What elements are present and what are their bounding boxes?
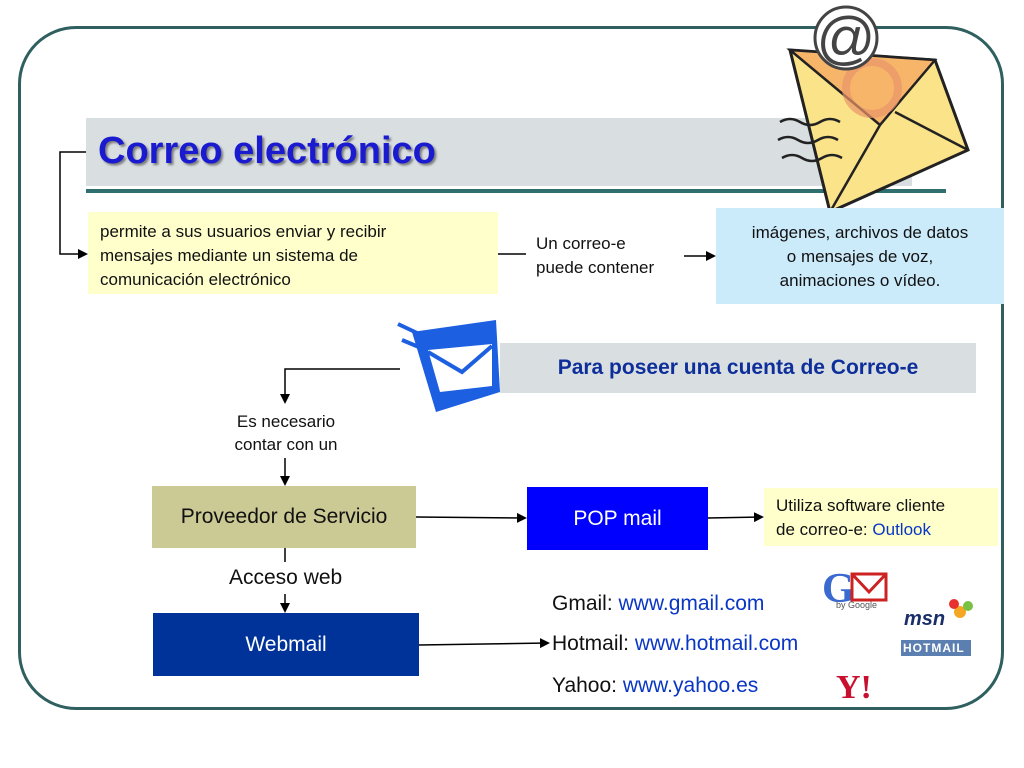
pop-to-note-arrow [707,512,764,523]
yahoo-row: Yahoo: www.yahoo.es [552,674,758,698]
contains-label-line-2: puede contener [536,258,655,277]
gmail-logo: G [822,566,888,612]
gmail-row: Gmail: www.gmail.com [552,592,764,616]
title-to-description-connector [59,151,88,259]
contents-line-2: o mensajes de voz, [786,247,934,266]
provider-to-pop-arrow [415,512,527,523]
gmail-link[interactable]: www.gmail.com [618,592,765,615]
yahoo-logo: Y! [836,669,872,706]
contents-line-3: animaciones o vídeo. [779,271,941,290]
hotmail-wordmark: HOTMAIL [903,641,965,655]
service-provider-box: Proveedor de Servicio [152,486,416,548]
envelope-at-icon: @ [777,5,970,215]
email-contents-box: imágenes, archivos de datos o mensajes d… [716,208,1004,304]
pop-mail-box: POP mail [527,487,708,550]
title-underline [86,189,946,193]
pop-note-prefix: de correo-e: [776,520,873,539]
envelope-flying-icon [397,320,500,412]
hotmail-row: Hotmail: www.hotmail.com [552,632,798,656]
yahoo-link[interactable]: www.yahoo.es [622,674,759,697]
contents-line-1: imágenes, archivos de datos [751,223,969,242]
necessary-line-1: Es necesario [236,412,336,431]
msn-hotmail-logo [901,599,973,656]
email-description-box: permite a sus usuarios enviar y recibir … [88,212,498,294]
pop-note-line-1: Utiliza software cliente [776,496,946,515]
svg-text:@: @ [817,6,876,71]
yahoo-name: Yahoo: [552,674,623,697]
contains-label-line-1: Un correo-e [536,234,626,253]
outlook-link[interactable]: Outlook [872,520,931,539]
pop-client-note: Utiliza software cliente de correo-e: Ou… [764,488,998,546]
description-line-2: mensajes mediante un sistema de [100,246,358,265]
slide-frame [18,26,1004,710]
description-line-3: comunicación electrónico [100,270,291,289]
svg-text:G: G [822,566,855,612]
necessary-line-2: contar con un [234,435,338,454]
webmail-to-links-arrow [418,638,550,649]
gmail-logo-caption: by Google [836,600,878,610]
necessary-label: Es necesario contar con un [208,410,364,456]
account-heading: Para poseer una cuenta de Correo-e [500,343,976,393]
title-bar [86,118,912,186]
hotmail-name: Hotmail: [552,632,635,655]
svg-text:Y!: Y! [836,669,872,706]
webmail-box: Webmail [153,613,419,676]
gmail-name: Gmail: [552,592,619,615]
web-access-label: Acceso web [229,566,343,589]
page-title: Correo electrónico [98,130,436,172]
contains-label: Un correo-e puede contener [536,232,654,280]
hotmail-link[interactable]: www.hotmail.com [634,632,799,655]
description-line-1: permite a sus usuarios enviar y recibir [100,222,387,241]
msn-wordmark: msn [904,608,946,630]
account-to-necessary-connector [280,368,400,404]
pop-note-line-2: de correo-e: Outlook [776,518,986,542]
